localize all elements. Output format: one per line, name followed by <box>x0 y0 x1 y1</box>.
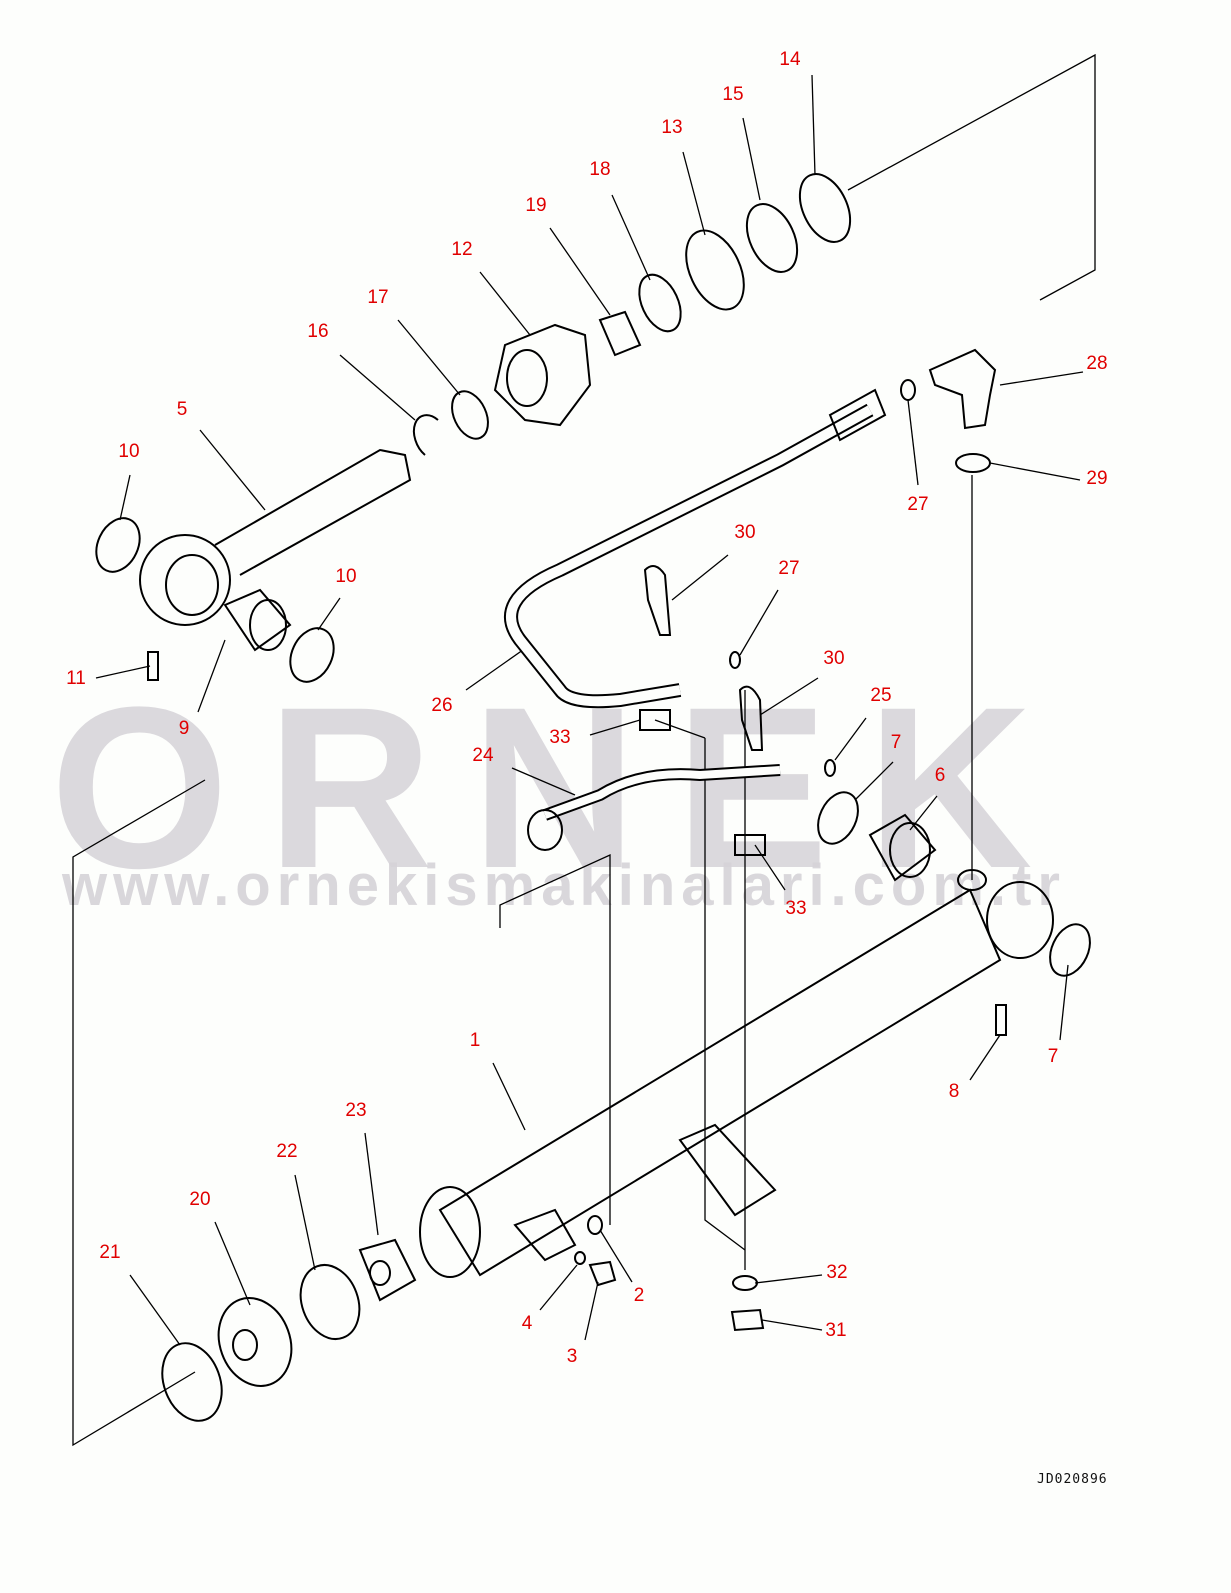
callout: 19 <box>525 195 547 216</box>
leader-lines <box>95 74 1084 1346</box>
piston-nut-23 <box>358 1238 417 1302</box>
hose-end-26 <box>828 388 887 442</box>
callout: 5 <box>176 399 188 420</box>
callout: 30 <box>734 522 756 543</box>
callout: 21 <box>99 1242 121 1263</box>
callout: 27 <box>778 558 800 579</box>
callout: 2 <box>633 1285 645 1306</box>
o-ring-14 <box>798 173 852 243</box>
callout: 30 <box>823 648 845 669</box>
seal-17 <box>451 390 489 440</box>
callout: 29 <box>1086 468 1108 489</box>
elbow-28 <box>928 348 997 430</box>
callout: 11 <box>66 668 86 689</box>
ring-10b <box>289 627 335 683</box>
ring-7a <box>817 791 859 845</box>
callout: 7 <box>890 732 902 753</box>
o-ring-27 <box>900 379 916 401</box>
rod-5 <box>214 448 412 576</box>
callout: 3 <box>566 1346 578 1367</box>
piston-20 <box>217 1297 293 1387</box>
callout: 16 <box>307 321 329 342</box>
cylinder-1 <box>438 888 1002 1277</box>
callout: 18 <box>589 159 611 180</box>
rod-eye-5 <box>139 534 231 626</box>
bracket <box>678 1123 777 1217</box>
callout: 14 <box>779 49 801 70</box>
valve-block <box>513 1208 577 1262</box>
clamp-30a <box>643 565 672 636</box>
callout: 7 <box>1047 1046 1059 1067</box>
callout: 8 <box>948 1081 960 1102</box>
seal-18 <box>638 273 682 333</box>
ring-22 <box>299 1264 361 1340</box>
o-ring-29 <box>955 453 991 473</box>
drawing-code: JD020896 <box>1037 1472 1108 1487</box>
hose-26 <box>504 403 874 709</box>
callout: 9 <box>178 718 190 739</box>
block-33b <box>734 834 766 856</box>
callout: 4 <box>521 1313 533 1334</box>
head-12 <box>493 323 592 427</box>
callout: 20 <box>189 1189 211 1210</box>
o-ring-25 <box>824 759 836 777</box>
backup-ring-15 <box>745 203 799 273</box>
callout: 12 <box>451 239 473 260</box>
o-ring-2 <box>587 1215 603 1235</box>
callout: 25 <box>870 685 892 706</box>
callout: 31 <box>825 1320 847 1341</box>
o-ring-4 <box>574 1251 586 1265</box>
frame-lines <box>72 53 1096 1447</box>
callout: 10 <box>118 441 140 462</box>
cylinder-bore <box>419 1186 481 1278</box>
fitting-24 <box>527 809 563 851</box>
parts <box>95 173 1091 1422</box>
grease-fitting-8 <box>995 1004 1007 1036</box>
callout: 28 <box>1086 353 1108 374</box>
ring-7b <box>1049 923 1091 977</box>
callout: 33 <box>785 898 807 919</box>
callout: 32 <box>826 1262 848 1283</box>
o-ring-27b <box>729 651 741 669</box>
callout: 6 <box>934 765 946 786</box>
washer-32 <box>732 1275 758 1291</box>
callout: 1 <box>469 1030 481 1051</box>
callout: 26 <box>431 695 453 716</box>
callout: 23 <box>345 1100 367 1121</box>
watermark-brand: ORNEK <box>50 659 1071 916</box>
nut-31 <box>730 1308 765 1332</box>
block-33a <box>639 709 671 731</box>
bushing-19 <box>598 310 642 357</box>
bolt-3 <box>588 1260 617 1287</box>
ring-10a <box>95 517 141 573</box>
seal-21 <box>161 1342 223 1422</box>
callout: 22 <box>276 1141 298 1162</box>
callout: 10 <box>335 566 357 587</box>
callout: 33 <box>549 727 571 748</box>
cylinder-eye <box>986 881 1054 959</box>
snap-ring-16 <box>412 414 439 456</box>
callout: 27 <box>907 494 929 515</box>
clamp-30b <box>738 685 764 751</box>
callout: 24 <box>472 745 494 766</box>
bushing-6 <box>868 813 937 882</box>
callout: 17 <box>367 287 389 308</box>
grease-fitting-11 <box>147 651 159 681</box>
bushing-9 <box>223 588 292 652</box>
callout: 15 <box>722 84 744 105</box>
o-ring-13 <box>685 229 745 311</box>
callout: 13 <box>661 117 683 138</box>
